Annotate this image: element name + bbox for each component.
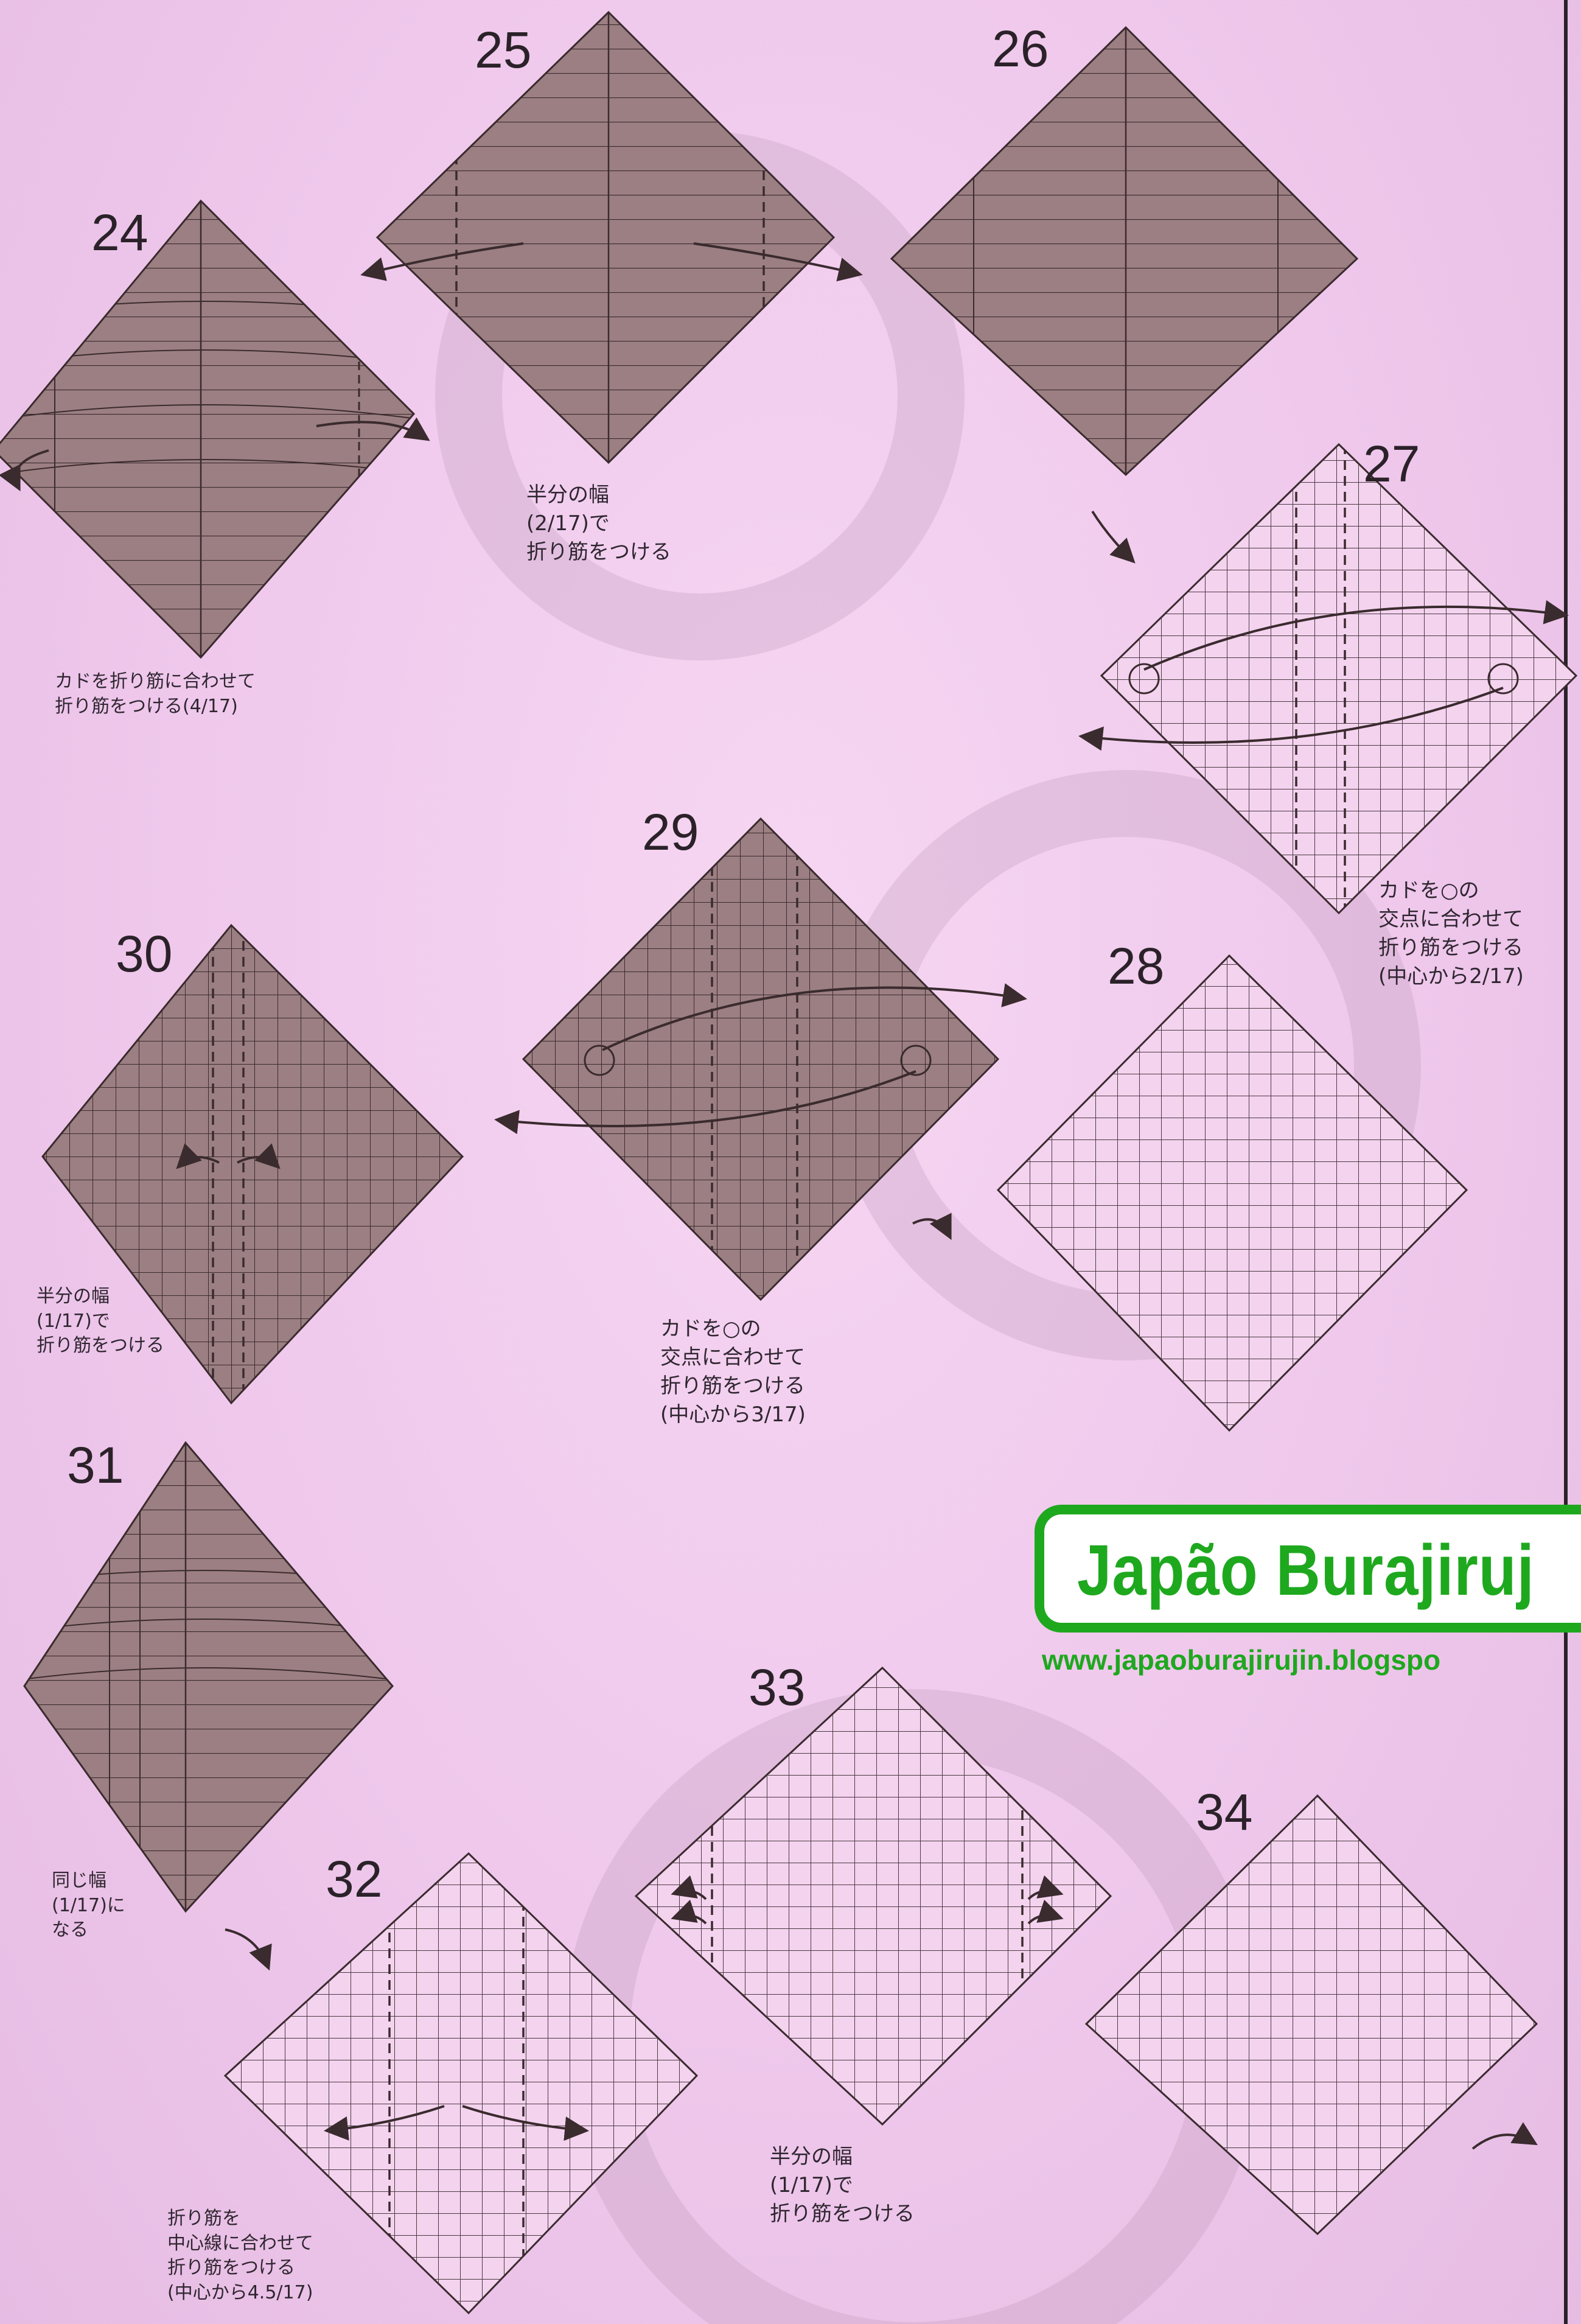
step-number-26: 26 [992, 23, 1049, 74]
caption-line: (2/17)で [526, 509, 671, 538]
step-26-diagram [882, 18, 1369, 560]
caption-line: 折り筋をつける [1378, 934, 1524, 962]
caption-line: (1/17)で [770, 2171, 915, 2200]
caption-line: 折り筋をつける [660, 1372, 806, 1401]
caption-step-32: 折り筋を 中心線に合わせて 折り筋をつける (中心から4.5/17) [167, 2207, 313, 2305]
step-number-25: 25 [475, 24, 531, 75]
caption-line: 折り筋をつける(4/17) [55, 695, 256, 719]
step-number-32: 32 [326, 1853, 382, 1905]
caption-line: カドを○の [660, 1315, 806, 1343]
step-number-29: 29 [642, 807, 699, 858]
caption-step-24: カドを折り筋に合わせて 折り筋をつける(4/17) [55, 670, 256, 719]
caption-line: 半分の幅 [526, 481, 671, 509]
step-number-30: 30 [116, 928, 172, 979]
caption-line: カドを折り筋に合わせて [55, 670, 256, 695]
caption-line: 折り筋をつける [37, 1334, 164, 1359]
step-number-34: 34 [1196, 1787, 1252, 1838]
step-number-28: 28 [1108, 940, 1164, 992]
caption-line: 同じ幅 [52, 1869, 125, 1894]
caption-step-30: 半分の幅 (1/17)で 折り筋をつける [37, 1284, 164, 1359]
caption-line: 半分の幅 [770, 2143, 915, 2171]
step-number-33: 33 [749, 1662, 805, 1713]
watermark-url: www.japaoburajirujin.blogspo [1042, 1643, 1440, 1676]
caption-step-25: 半分の幅 (2/17)で 折り筋をつける [526, 481, 671, 567]
caption-line: 折り筋を [167, 2207, 313, 2231]
caption-line: (1/17)で [37, 1309, 164, 1334]
step-number-27: 27 [1363, 438, 1420, 489]
caption-line: なる [52, 1918, 125, 1943]
caption-line: 交点に合わせて [660, 1343, 806, 1372]
watermark-title: Japão Burajiruj [1077, 1529, 1535, 1612]
caption-line: 半分の幅 [37, 1284, 164, 1309]
caption-line: 折り筋をつける [167, 2256, 313, 2281]
step-number-31: 31 [67, 1440, 124, 1491]
caption-step-31: 同じ幅 (1/17)に なる [52, 1869, 125, 1943]
caption-line: カドを○の [1378, 877, 1524, 905]
caption-step-27: カドを○の 交点に合わせて 折り筋をつける (中心から2/17) [1378, 877, 1524, 991]
step-24-diagram [0, 195, 426, 670]
caption-step-33: 半分の幅 (1/17)で 折り筋をつける [770, 2143, 915, 2228]
caption-line: (中心から3/17) [660, 1401, 806, 1429]
caption-line: 中心線に合わせて [167, 2231, 313, 2256]
step-number-24: 24 [91, 207, 148, 258]
caption-line: (1/17)に [52, 1894, 125, 1919]
caption-line: 折り筋をつける [770, 2200, 915, 2228]
step-27-diagram [1083, 438, 1581, 925]
caption-line: 交点に合わせて [1378, 905, 1524, 934]
caption-line: 折り筋をつける [526, 538, 671, 567]
caption-line: (中心から4.5/17) [167, 2281, 313, 2306]
caption-line: (中心から2/17) [1378, 962, 1524, 991]
caption-step-29: カドを○の 交点に合わせて 折り筋をつける (中心から3/17) [660, 1315, 806, 1429]
